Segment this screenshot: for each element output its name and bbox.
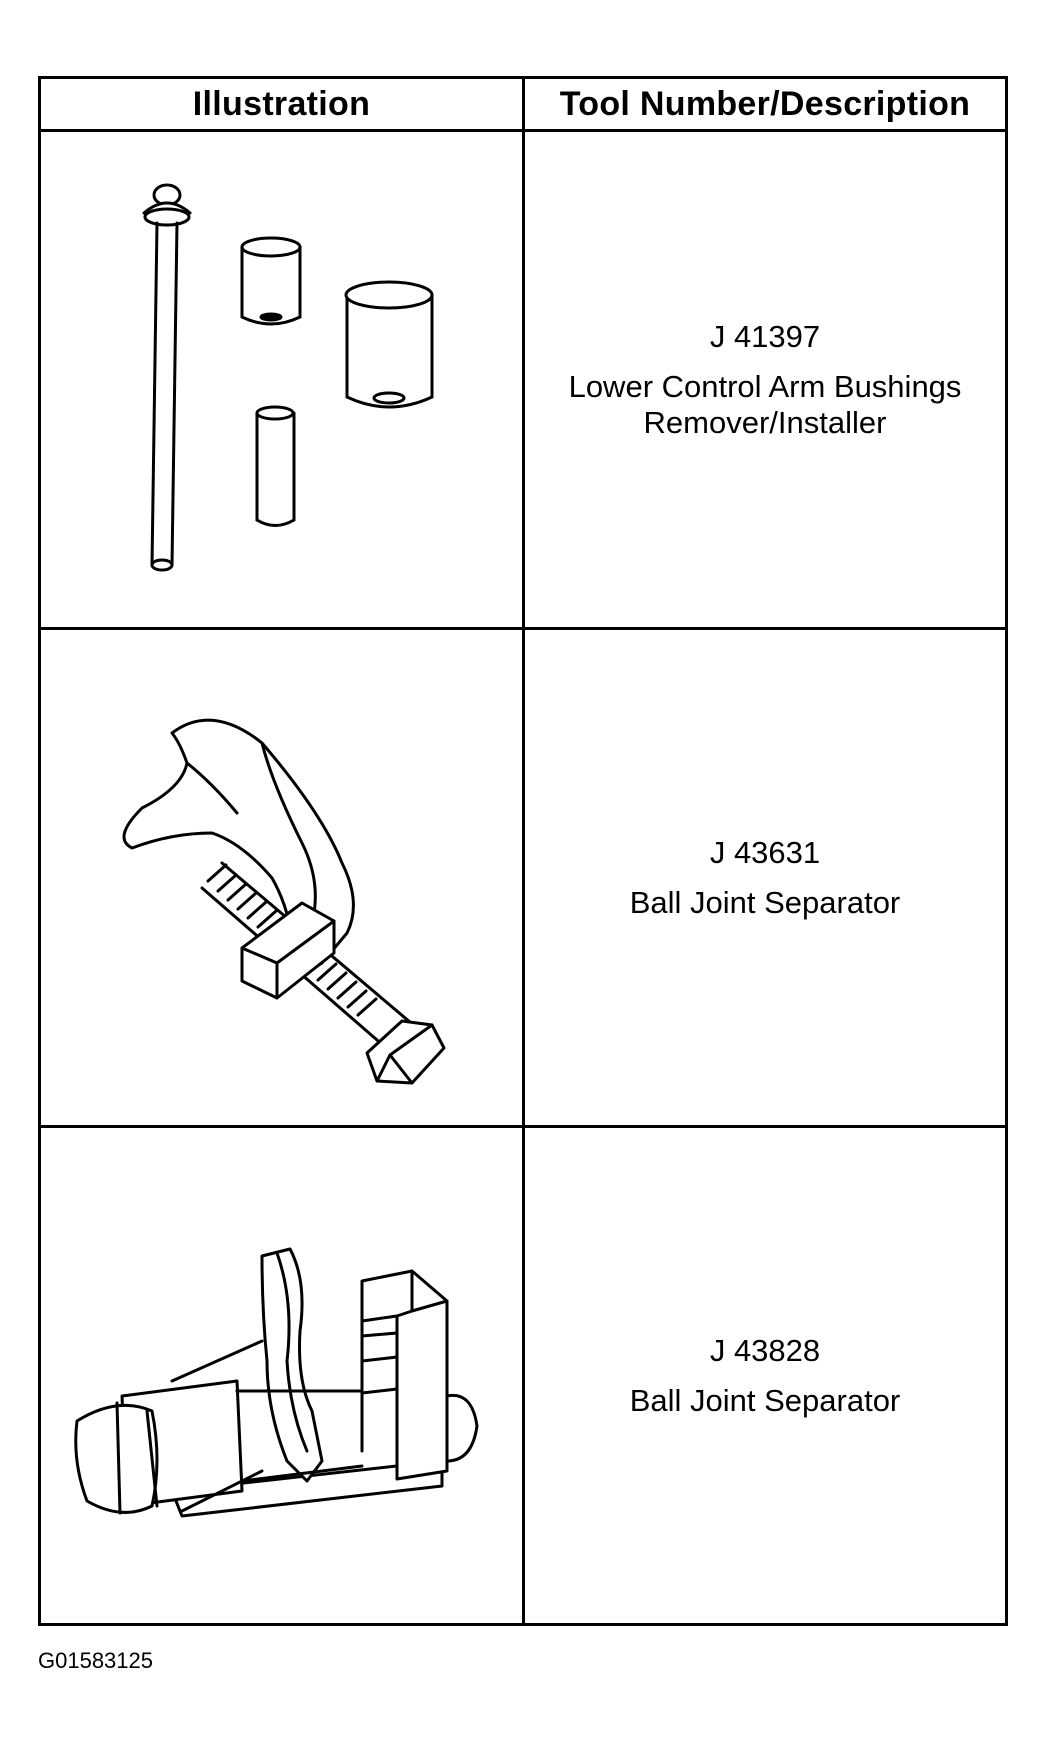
illustration-cell xyxy=(38,129,525,630)
illustration-cell xyxy=(38,1125,525,1626)
bushing-remover-installer-set-icon xyxy=(142,183,433,571)
header-illustration: Illustration xyxy=(38,76,525,132)
tool-description: Lower Control Arm Bushings Remover/Insta… xyxy=(568,368,962,440)
tool-number: J 41397 xyxy=(709,318,821,354)
illustration-cell xyxy=(38,627,525,1128)
ball-joint-separator-clamp-icon xyxy=(73,1247,478,1517)
tool-description: Ball Joint Separator xyxy=(629,884,901,920)
tool-description-cell: J 43631 Ball Joint Separator xyxy=(522,627,1008,1128)
table-row: J 41397 Lower Control Arm Bushings Remov… xyxy=(38,129,1008,630)
tool-number: J 43828 xyxy=(709,1332,821,1368)
tool-number: J 43631 xyxy=(709,834,821,870)
figure-id: G01583125 xyxy=(38,1648,153,1673)
ball-joint-separator-icon xyxy=(122,718,445,1084)
special-tools-table: Illustration Tool Number/Description xyxy=(38,76,1008,1626)
tool-description-cell: J 43828 Ball Joint Separator xyxy=(522,1125,1008,1626)
table-row: J 43828 Ball Joint Separator xyxy=(38,1125,1008,1626)
tool-description-cell: J 41397 Lower Control Arm Bushings Remov… xyxy=(522,129,1008,630)
table-header-row: Illustration Tool Number/Description xyxy=(38,76,1008,132)
tool-description: Ball Joint Separator xyxy=(629,1382,901,1418)
header-tool-number-description: Tool Number/Description xyxy=(522,76,1008,132)
table-row: J 43631 Ball Joint Separator xyxy=(38,627,1008,1128)
